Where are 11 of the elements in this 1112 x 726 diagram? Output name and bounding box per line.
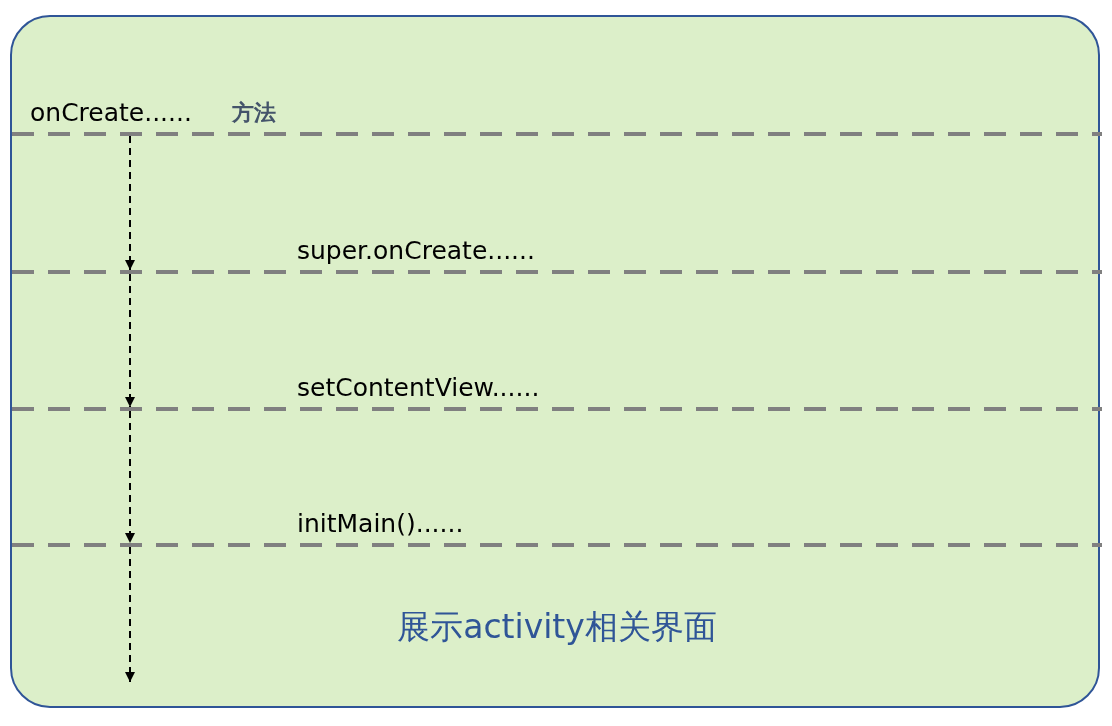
caption-text: 展示activity相关界面: [396, 607, 718, 647]
arrow: [125, 273, 135, 408]
panel-background: [10, 15, 1100, 708]
method-call-text: initMain()......: [297, 509, 464, 539]
method-call-text: setContentView......: [297, 373, 540, 403]
method-call-text: onCreate......: [30, 98, 192, 128]
arrow: [125, 546, 135, 683]
arrow: [125, 410, 135, 544]
annotation-text: 方法: [232, 99, 276, 127]
arrow: [125, 135, 135, 271]
method-call-text: super.onCreate......: [297, 236, 535, 266]
